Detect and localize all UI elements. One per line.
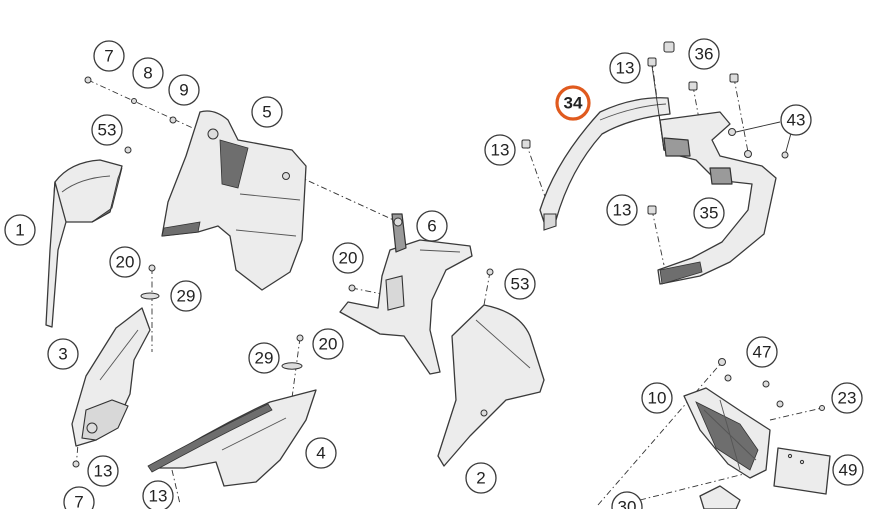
svg-text:5: 5 (262, 103, 271, 122)
callout-47: 47 (746, 336, 778, 368)
callout-29: 29 (248, 342, 280, 374)
callout-36: 36 (688, 38, 720, 70)
callout-13: 13 (484, 134, 516, 166)
svg-text:23: 23 (838, 389, 857, 408)
callout-5: 5 (251, 96, 283, 128)
svg-text:35: 35 (700, 204, 719, 223)
callout-13: 13 (609, 52, 641, 84)
svg-text:36: 36 (695, 45, 714, 64)
svg-text:10: 10 (648, 389, 667, 408)
svg-text:7: 7 (104, 47, 113, 66)
callout-23: 23 (831, 382, 863, 414)
svg-text:20: 20 (116, 253, 135, 272)
callout-53: 53 (504, 268, 536, 300)
svg-text:8: 8 (143, 64, 152, 83)
callout-43: 43 (780, 104, 812, 136)
callout-13: 13 (142, 480, 174, 509)
part-4-belly-panel (147, 334, 317, 487)
part-34-grab-handle (539, 97, 671, 231)
hardware-7-8-9 (84, 76, 177, 154)
callout-30: 30 (611, 491, 643, 509)
svg-text:7: 7 (74, 493, 83, 509)
callout-35: 35 (693, 197, 725, 229)
part-6-mount-bracket (339, 213, 473, 375)
svg-text:4: 4 (316, 444, 325, 463)
svg-text:6: 6 (427, 217, 436, 236)
svg-text:2: 2 (476, 469, 485, 488)
callout-20: 20 (109, 246, 141, 278)
callout-53: 53 (91, 114, 123, 146)
svg-text:53: 53 (98, 121, 117, 140)
callout-2: 2 (465, 462, 497, 494)
part-2-right-cover (437, 268, 545, 467)
part-35-rear-rail (657, 111, 789, 285)
svg-text:53: 53 (511, 275, 530, 294)
svg-text:13: 13 (94, 462, 113, 481)
svg-text:13: 13 (613, 201, 632, 220)
svg-text:47: 47 (753, 343, 772, 362)
callout-6: 6 (416, 210, 448, 242)
svg-text:13: 13 (616, 59, 635, 78)
callout-7: 7 (93, 40, 125, 72)
hardware-13-36 (521, 41, 739, 215)
callout-8: 8 (132, 57, 164, 89)
callout-13: 13 (87, 455, 119, 487)
callout-29: 29 (170, 280, 202, 312)
svg-text:29: 29 (177, 287, 196, 306)
callout-13: 13 (606, 194, 638, 226)
callout-10: 10 (641, 382, 673, 414)
svg-text:34: 34 (564, 94, 583, 113)
part-3-lower-side-panel (71, 264, 160, 468)
svg-text:13: 13 (491, 141, 510, 160)
callout-4: 4 (305, 437, 337, 469)
callout-34-highlighted: 34 (555, 85, 591, 121)
svg-text:9: 9 (179, 81, 188, 100)
svg-text:20: 20 (319, 335, 338, 354)
svg-text:49: 49 (839, 461, 858, 480)
svg-text:1: 1 (15, 221, 24, 240)
svg-text:13: 13 (149, 487, 168, 506)
svg-text:20: 20 (339, 249, 358, 268)
callout-9: 9 (168, 74, 200, 106)
callout-20: 20 (312, 328, 344, 360)
callouts: 7 8 9 5 53 1 20 29 3 13 7 13 29 20 4 6 2… (4, 38, 864, 509)
callout-7: 7 (63, 486, 95, 509)
part-1-left-cover (45, 159, 123, 328)
callout-49: 49 (832, 454, 864, 486)
part-5-cowl-panel (161, 110, 307, 291)
svg-text:43: 43 (787, 111, 806, 130)
svg-text:30: 30 (618, 498, 637, 509)
svg-text:3: 3 (58, 345, 67, 364)
svg-text:29: 29 (255, 349, 274, 368)
part-10-plate-holder (683, 358, 825, 509)
part-49-reflector-plate (773, 447, 831, 495)
callout-3: 3 (47, 338, 79, 370)
callout-1: 1 (4, 214, 36, 246)
callout-20: 20 (332, 242, 364, 274)
